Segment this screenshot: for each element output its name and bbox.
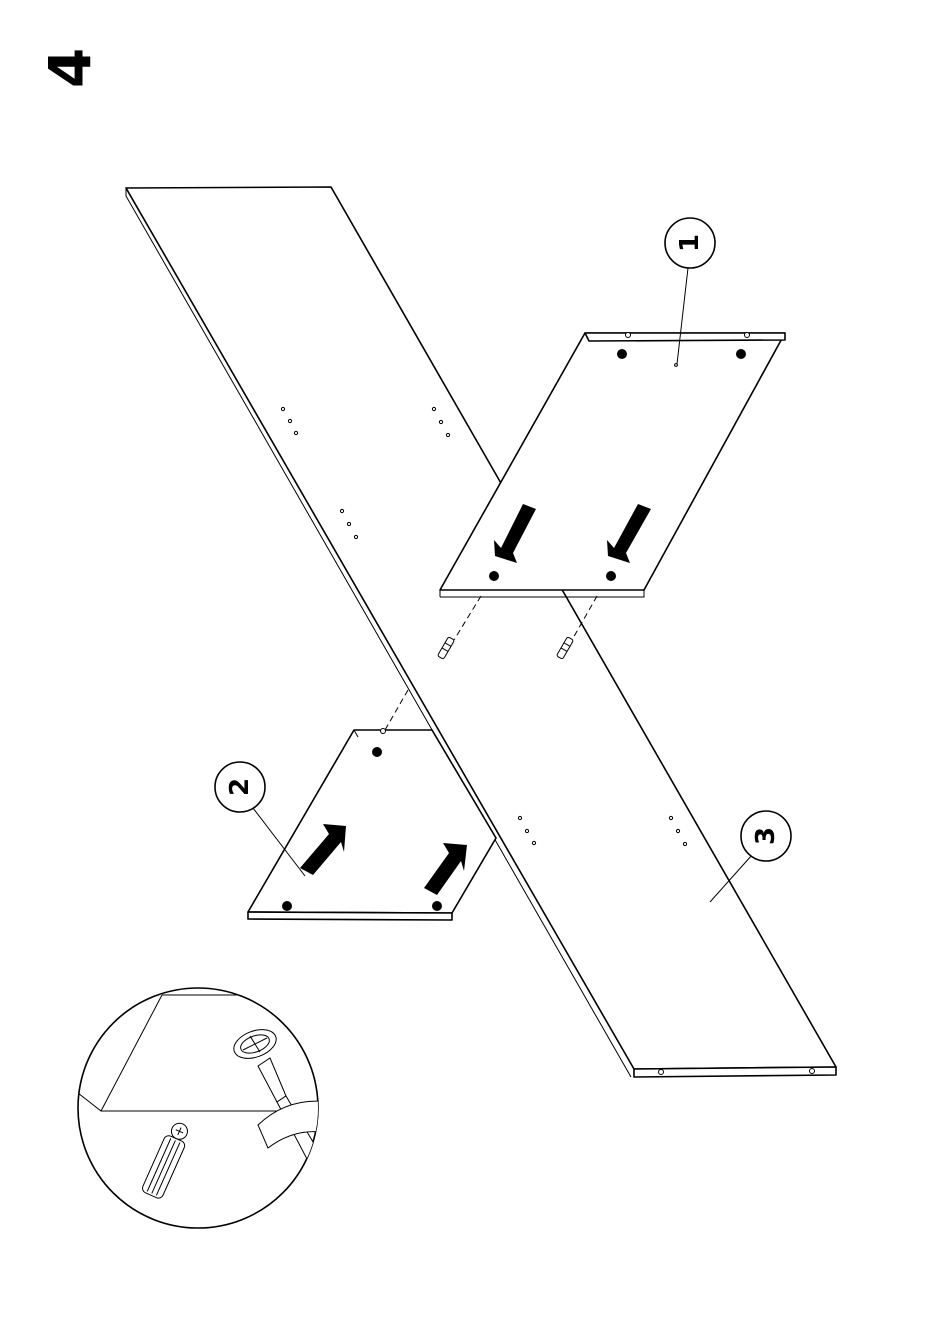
callout-3-label: 3 [751,827,781,845]
callout-part-3: 3 [710,811,791,902]
panel-3 [126,187,836,1077]
panel-2-cam-hole [432,901,442,911]
callout-1-label: 1 [675,234,705,252]
panel-1 [440,333,785,598]
panel-1-cam-hole [606,571,616,581]
panel-1-cam-hole [489,571,499,581]
detail-view [78,988,400,1260]
panel-3-end-edge [634,1067,836,1077]
panel-2-front-edge [248,912,452,920]
panel-1-cam-hole [736,349,746,359]
panel-1-top-edge [585,333,785,341]
panel-2-cam-hole [372,747,382,757]
panel-2-cam-hole [282,901,292,911]
callout-part-2: 2 [215,762,305,876]
panel-3-face [126,187,836,1069]
callout-2-label: 2 [225,778,255,796]
step-number: 4 [36,48,104,88]
panel-1-cam-hole [617,349,627,359]
step-number-text: 4 [36,48,104,88]
